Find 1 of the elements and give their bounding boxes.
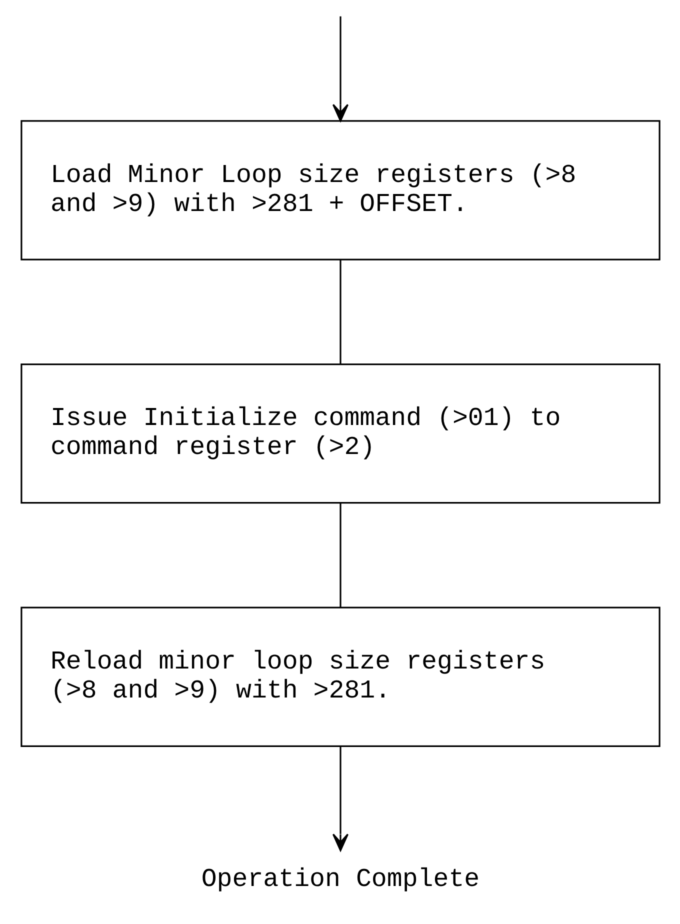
node-text: Operation Complete: [200, 865, 480, 894]
